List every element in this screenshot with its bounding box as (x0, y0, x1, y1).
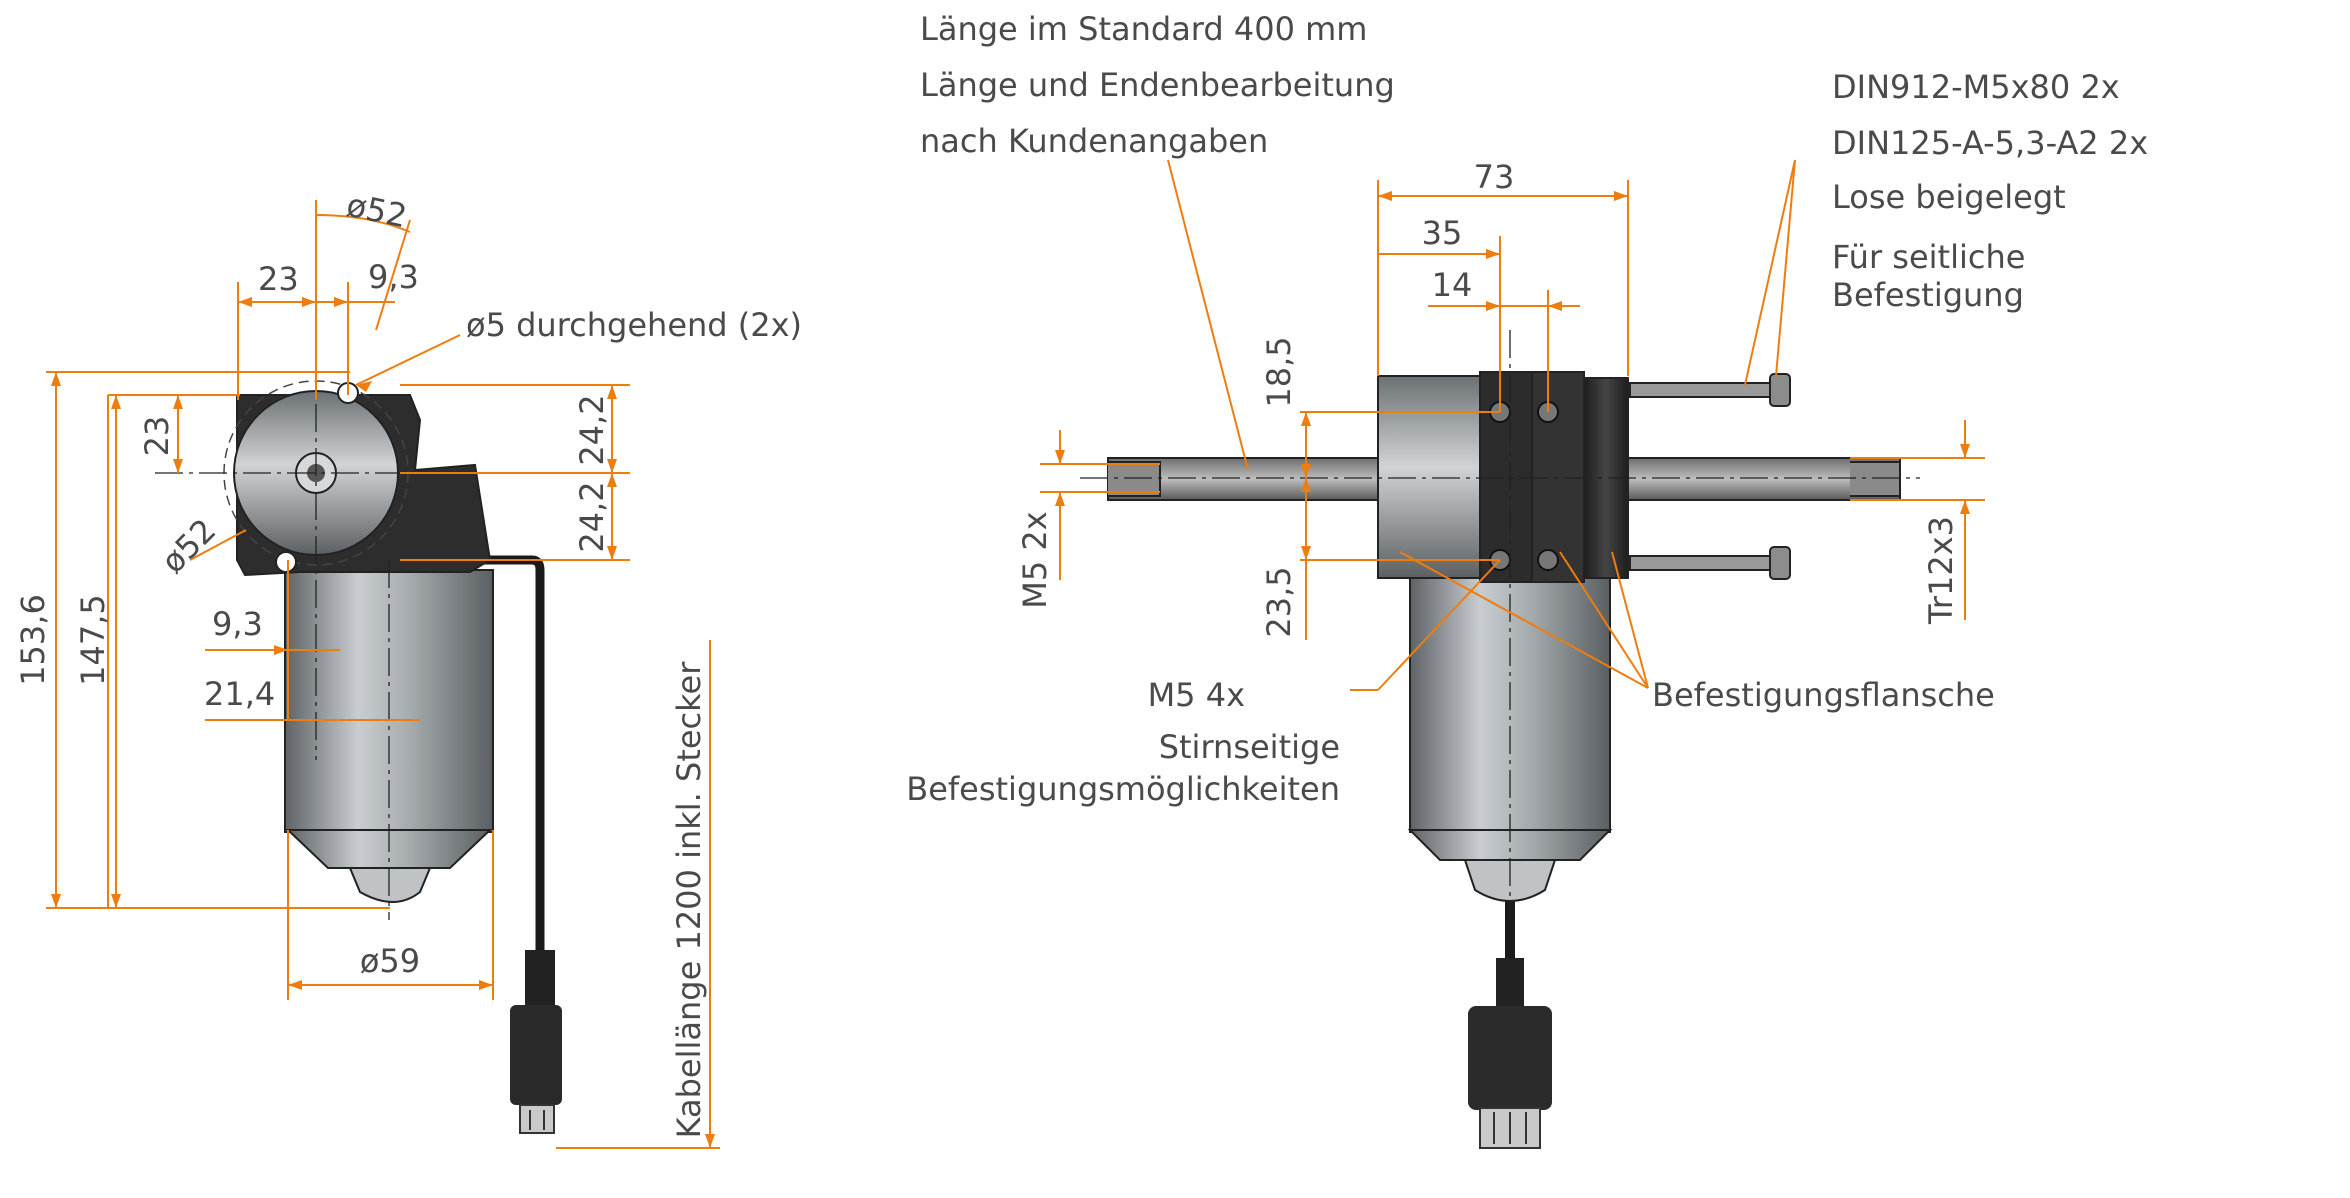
label-147-5: 147,5 (74, 594, 112, 686)
label-21-4: 21,4 (204, 675, 275, 713)
label-24-2-lower: 24,2 (573, 481, 611, 552)
label-153-6: 153,6 (14, 594, 52, 686)
right-arrowheads (1055, 191, 1970, 560)
label-screw-note-5: Befestigung (1832, 276, 2024, 314)
label-spindle-note-2: Länge und Endenbearbeitung (920, 66, 1395, 104)
label-d52-top: ø52 (343, 186, 410, 236)
label-front-mount-1: Stirnseitige (1159, 728, 1340, 766)
flange-hole (1537, 549, 1559, 571)
mount-hole-bottom (275, 551, 297, 573)
label-screw-note-4: Für seitliche (1832, 238, 2025, 276)
screw-head-bottom (1769, 546, 1791, 580)
spindle-end-right (1850, 461, 1901, 497)
left-view: ø52 23 9,3 ø5 durchgehend (2x) 23 24,2 2… (14, 186, 802, 1149)
label-screw-note-2: DIN125-A-5,3-A2 2x (1832, 124, 2148, 162)
label-d59: ø59 (360, 942, 420, 980)
left-dimension-lines (46, 200, 720, 1149)
label-screw-note-1: DIN912-M5x80 2x (1832, 68, 2120, 106)
label-9-3-top: 9,3 (368, 258, 419, 296)
label-flange: Befestigungsflansche (1652, 676, 1995, 714)
screw-top (1629, 382, 1771, 398)
label-73: 73 (1474, 158, 1515, 196)
screw-head-top (1769, 373, 1791, 407)
flange-2 (1531, 371, 1585, 583)
label-spindle-note-3: nach Kundenangaben (920, 122, 1268, 160)
label-hole-note: ø5 durchgehend (2x) (466, 306, 802, 344)
label-23-5: 23,5 (1260, 566, 1298, 637)
label-spindle-note-1: Länge im Standard 400 mm (920, 10, 1367, 48)
spindle-end-left (1108, 461, 1161, 497)
right-motor-end-cap (1407, 829, 1613, 861)
label-9-3-bottom: 9,3 (212, 605, 263, 643)
label-14: 14 (1432, 266, 1473, 304)
label-24-2-upper: 24,2 (573, 394, 611, 465)
label-35: 35 (1422, 214, 1463, 252)
right-dimension-lines (1040, 159, 1985, 691)
label-tr12x3: Tr12x3 (1922, 516, 1960, 625)
label-18-5: 18,5 (1260, 336, 1298, 407)
spindle-housing (1377, 375, 1481, 579)
screw-bottom (1629, 555, 1771, 571)
right-connector (1468, 958, 1552, 1149)
label-screw-note-3: Lose beigelegt (1832, 178, 2066, 216)
label-m5-4x: M5 4x (1148, 676, 1245, 714)
motor-nose (348, 867, 432, 903)
label-23-vertical: 23 (138, 416, 176, 457)
label-cable-length: Kabellänge 1200 inkl. Stecker (670, 661, 708, 1139)
label-23-horizontal: 23 (258, 260, 299, 298)
connector (510, 950, 562, 1134)
right-view: Länge im Standard 400 mm Länge und Enden… (906, 10, 2148, 1149)
label-m5-2x: M5 2x (1016, 511, 1054, 608)
label-front-mount-2: Befestigungsmöglichkeiten (906, 770, 1340, 808)
label-d52-left: ø52 (154, 511, 224, 581)
left-arrowheads (51, 297, 715, 1148)
